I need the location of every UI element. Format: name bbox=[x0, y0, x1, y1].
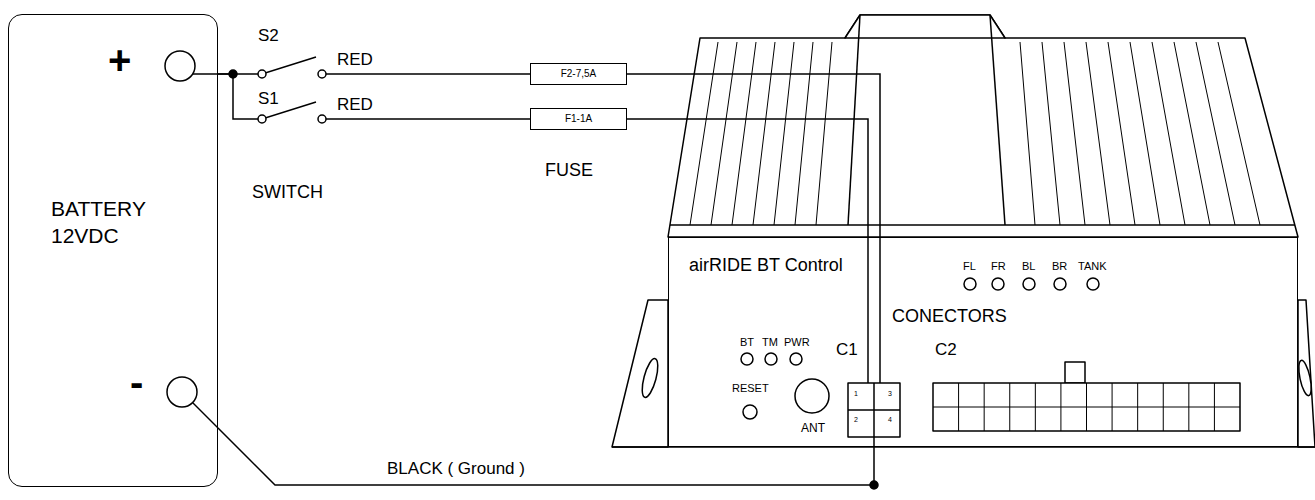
mount-slot bbox=[639, 357, 661, 399]
fin bbox=[1042, 42, 1060, 225]
fin bbox=[1086, 42, 1110, 225]
left-flange bbox=[612, 300, 668, 447]
fin bbox=[774, 42, 794, 225]
switch-name: S1 bbox=[258, 89, 279, 109]
polarity-sign: + bbox=[108, 40, 131, 80]
housing-body bbox=[668, 15, 1298, 237]
battery-box: BATTERY 12VDC bbox=[8, 14, 218, 487]
led bbox=[1023, 278, 1035, 290]
connector-heading: CONECTORS bbox=[892, 306, 1007, 327]
antenna-socket bbox=[795, 379, 829, 413]
wire bbox=[627, 74, 880, 237]
mount-slot bbox=[1296, 359, 1313, 396]
junction-dot bbox=[870, 481, 878, 489]
housing-ledge bbox=[670, 224, 1295, 226]
housing-ridge bbox=[845, 15, 1005, 38]
led bbox=[1054, 278, 1066, 290]
pin-number: 4 bbox=[888, 416, 892, 424]
reset-button bbox=[743, 405, 757, 419]
cooling-fins bbox=[690, 42, 1260, 225]
switch-name: S2 bbox=[258, 26, 279, 46]
wire bbox=[193, 73, 218, 75]
fin bbox=[795, 42, 813, 225]
fin bbox=[732, 42, 756, 225]
c2-tab bbox=[1065, 362, 1085, 383]
c1-connector bbox=[848, 383, 900, 437]
part-name: SWITCH bbox=[252, 182, 323, 203]
fin bbox=[816, 42, 832, 225]
led-name: BL bbox=[1022, 260, 1035, 273]
ridge-edge bbox=[848, 15, 860, 225]
switch-contact bbox=[318, 115, 326, 123]
node-text: F1-1A bbox=[565, 113, 592, 125]
fin bbox=[1130, 42, 1160, 225]
switch-contact bbox=[258, 115, 266, 123]
fin bbox=[1108, 42, 1135, 225]
pin-number: 2 bbox=[854, 416, 858, 424]
fin bbox=[1064, 42, 1085, 225]
polarity-sign: - bbox=[130, 362, 143, 402]
led bbox=[790, 353, 802, 365]
fin bbox=[1174, 42, 1210, 225]
wire bbox=[879, 237, 881, 383]
fin bbox=[1152, 42, 1185, 225]
battery-terminal bbox=[167, 377, 197, 407]
pin-cell bbox=[933, 407, 1240, 408]
fin bbox=[690, 42, 718, 225]
fin bbox=[1218, 42, 1260, 225]
node-text: BATTERY 12VDC bbox=[51, 195, 181, 249]
led-name: TANK bbox=[1078, 260, 1107, 273]
led-name: PWR bbox=[784, 336, 810, 349]
fin bbox=[711, 42, 737, 225]
ridge-edge bbox=[990, 15, 1005, 225]
led-name: BR bbox=[1052, 260, 1067, 273]
wire bbox=[867, 237, 869, 383]
pin-number: 1 bbox=[854, 390, 858, 398]
connector-name: C1 bbox=[836, 340, 858, 360]
led bbox=[741, 353, 753, 365]
fin bbox=[1020, 42, 1035, 225]
pin-number: 3 bbox=[888, 390, 892, 398]
led bbox=[1087, 278, 1099, 290]
socket-name: ANT bbox=[801, 422, 825, 436]
led-name: FL bbox=[963, 260, 976, 273]
led bbox=[964, 278, 976, 290]
led bbox=[992, 278, 1004, 290]
wire-label: BLACK ( Ground ) bbox=[385, 459, 527, 479]
node-text: airRIDE BT Control bbox=[689, 255, 843, 276]
c2-connector bbox=[933, 383, 1240, 431]
wire bbox=[193, 403, 218, 428]
fin bbox=[1196, 42, 1235, 225]
switch-contact bbox=[318, 70, 326, 78]
wire bbox=[218, 428, 874, 485]
c1-divider bbox=[848, 409, 900, 411]
fuse-box: F1-1A bbox=[530, 108, 627, 130]
switch-contact bbox=[258, 70, 266, 78]
fuse-box: F2-7,5A bbox=[530, 63, 627, 85]
led-name: BT bbox=[740, 336, 754, 349]
wire-label: RED bbox=[335, 95, 375, 115]
wire bbox=[218, 74, 530, 119]
node-text: F2-7,5A bbox=[561, 68, 597, 80]
led bbox=[765, 353, 777, 365]
front-panel bbox=[668, 237, 1298, 447]
button-name: RESET bbox=[732, 382, 769, 395]
wire bbox=[873, 437, 875, 447]
wire-label: RED bbox=[335, 50, 375, 70]
junction-dot bbox=[229, 70, 237, 78]
fin bbox=[753, 42, 775, 225]
wire bbox=[627, 119, 868, 237]
led-name: TM bbox=[762, 336, 778, 349]
c2-cells bbox=[933, 383, 1240, 431]
part-name: FUSE bbox=[545, 160, 593, 181]
led-name: FR bbox=[991, 260, 1006, 273]
battery-terminal bbox=[165, 51, 195, 81]
connector-name: C2 bbox=[935, 340, 957, 360]
